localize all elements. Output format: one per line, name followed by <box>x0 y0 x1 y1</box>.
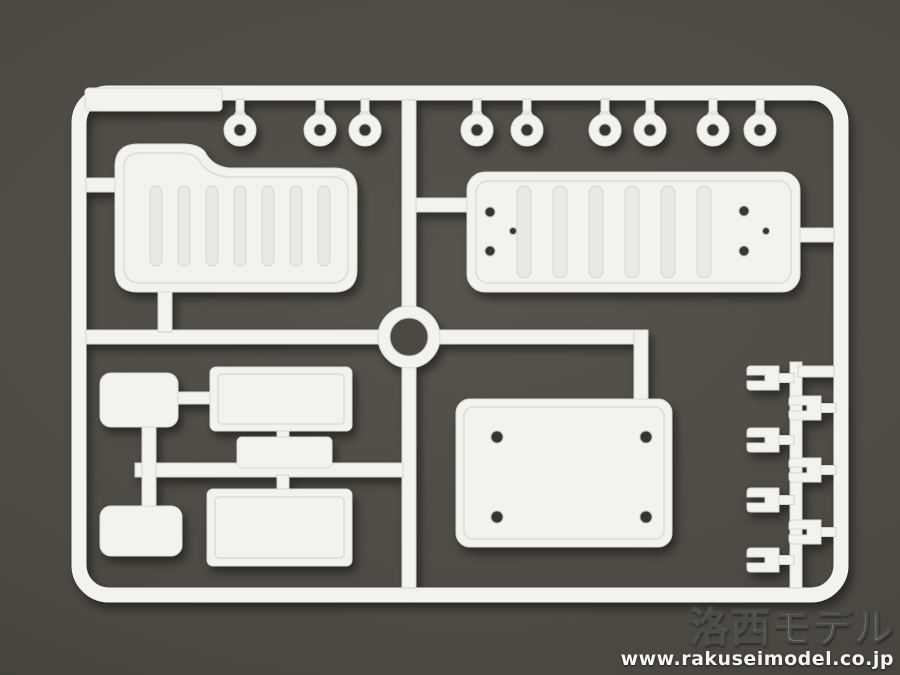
plate-small-bottom <box>99 505 183 557</box>
watermark: 洛西モデル www.rakuseimodel.co.jp <box>620 605 894 671</box>
grommet-part <box>696 98 730 147</box>
flat-plate-with-holes <box>455 398 673 548</box>
molded-tag <box>84 87 223 112</box>
panel-ribs <box>149 185 331 267</box>
grommet-parts <box>223 98 777 147</box>
plate-wide-bottom <box>206 488 353 567</box>
ribbed-panel-right <box>466 171 801 293</box>
rect-plates <box>99 366 353 567</box>
ribbed-panel-left <box>114 143 358 293</box>
plate-thin-middle <box>236 436 333 469</box>
grommet-part <box>510 98 544 147</box>
ring-part <box>377 305 441 369</box>
grommet-part <box>348 98 382 147</box>
plate-wide-top <box>209 366 353 432</box>
fork-clip <box>746 487 795 513</box>
fork-clip <box>746 427 795 453</box>
watermark-logo-text: 洛西モデル <box>688 605 894 652</box>
grommet-part <box>633 98 667 147</box>
panel-screw-holes <box>484 205 770 257</box>
sprue-frame <box>71 85 849 603</box>
plate-small-top <box>99 372 179 428</box>
grommet-part <box>303 98 337 147</box>
grommet-part <box>588 98 622 147</box>
grommet-part <box>460 98 494 147</box>
fork-clip <box>746 365 795 391</box>
fork-clip <box>746 547 795 573</box>
grommet-part <box>223 98 257 147</box>
grommet-part <box>743 98 777 147</box>
watermark-url: www.rakuseimodel.co.jp <box>620 648 894 671</box>
runner-network <box>85 99 835 589</box>
panel-ribs <box>516 185 712 279</box>
